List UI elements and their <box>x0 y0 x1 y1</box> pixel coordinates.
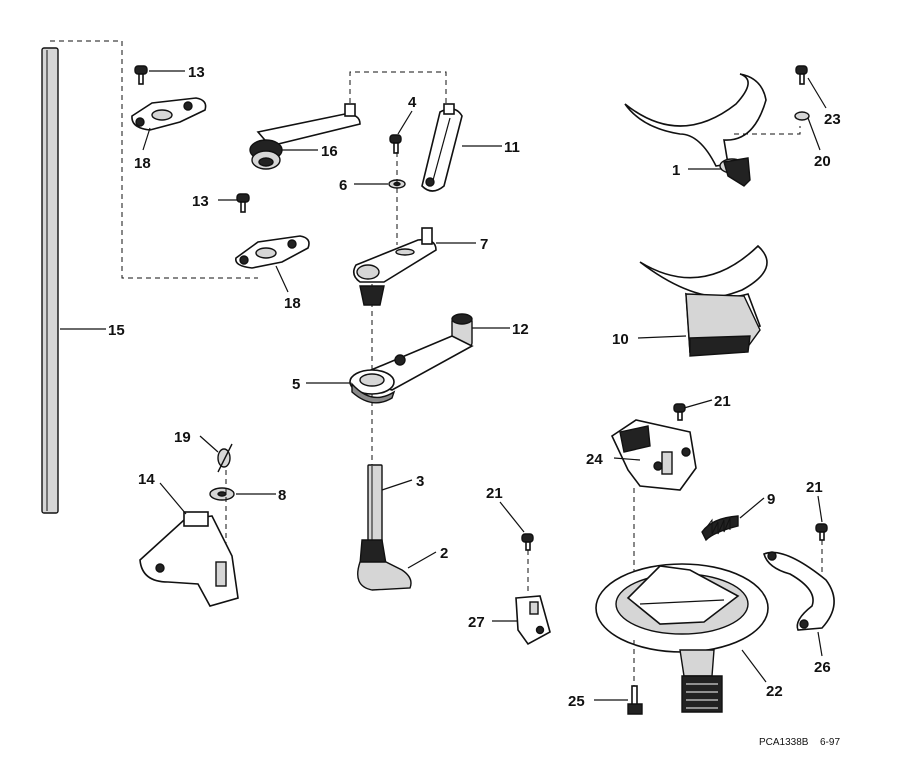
callout-22: 22 <box>766 683 783 700</box>
callout-19: 19 <box>174 429 191 446</box>
part-10-housing <box>639 244 768 357</box>
part-16-arm-pulley <box>249 103 361 170</box>
part-22-base-plate <box>595 563 769 713</box>
callout-18-lower: 18 <box>284 295 301 312</box>
part-19-pin <box>217 443 233 473</box>
part-7-lever <box>352 227 437 306</box>
part-20-washer <box>794 111 810 121</box>
part-1-arc-bracket <box>624 73 767 187</box>
part-13-screw-lower <box>236 193 250 213</box>
figure-code: PCA1338B <box>759 737 809 748</box>
callout-21-a: 21 <box>714 393 731 410</box>
part-12-crank <box>349 313 474 404</box>
part-21-screw-b <box>521 533 534 551</box>
callout-9: 9 <box>767 491 775 508</box>
callout-3: 3 <box>416 473 424 490</box>
callout-4: 4 <box>408 94 417 111</box>
part-13-screw-upper <box>134 65 148 85</box>
callout-23: 23 <box>824 111 841 128</box>
callout-6: 6 <box>339 177 347 194</box>
part-25-screw <box>627 685 643 715</box>
part-11-clip <box>421 103 463 192</box>
callout-21-b: 21 <box>486 485 503 502</box>
part-18-bracket-lower <box>235 235 310 269</box>
callout-7: 7 <box>480 236 488 253</box>
part-2-shoe <box>357 539 412 591</box>
part-27-bracket <box>515 595 551 646</box>
callout-21-c: 21 <box>806 479 823 496</box>
part-24-block <box>610 419 697 491</box>
callout-20: 20 <box>814 153 831 170</box>
callout-15: 15 <box>108 322 125 339</box>
callout-13-upper: 13 <box>188 64 205 81</box>
part-15-shaft <box>41 47 59 514</box>
part-21-screw-a <box>673 403 686 421</box>
callout-10: 10 <box>612 331 629 348</box>
part-23-screw <box>795 65 808 85</box>
part-9-spring <box>701 515 739 542</box>
part-14-bracket <box>139 511 239 607</box>
callout-11: 11 <box>504 139 520 156</box>
callout-26: 26 <box>814 659 831 676</box>
callout-1: 1 <box>672 162 680 179</box>
part-18-bracket-upper <box>131 97 207 131</box>
callout-2: 2 <box>440 545 448 562</box>
part-3-rod <box>367 464 383 544</box>
callout-27: 27 <box>468 614 485 631</box>
callout-25: 25 <box>568 693 585 710</box>
callout-16: 16 <box>321 143 338 160</box>
part-21-screw-c <box>815 523 828 541</box>
callout-12: 12 <box>512 321 529 338</box>
part-26-strap <box>763 551 835 631</box>
part-8-washer <box>209 487 235 501</box>
callout-14: 14 <box>138 471 155 488</box>
leader-lines <box>60 70 827 701</box>
callout-8: 8 <box>278 487 286 504</box>
callout-24: 24 <box>586 451 603 468</box>
callout-5: 5 <box>292 376 300 393</box>
figure-date: 6-97 <box>820 737 840 748</box>
part-4-screw <box>389 134 402 154</box>
callout-18-upper: 18 <box>134 155 151 172</box>
callout-13-lower: 13 <box>192 193 209 210</box>
